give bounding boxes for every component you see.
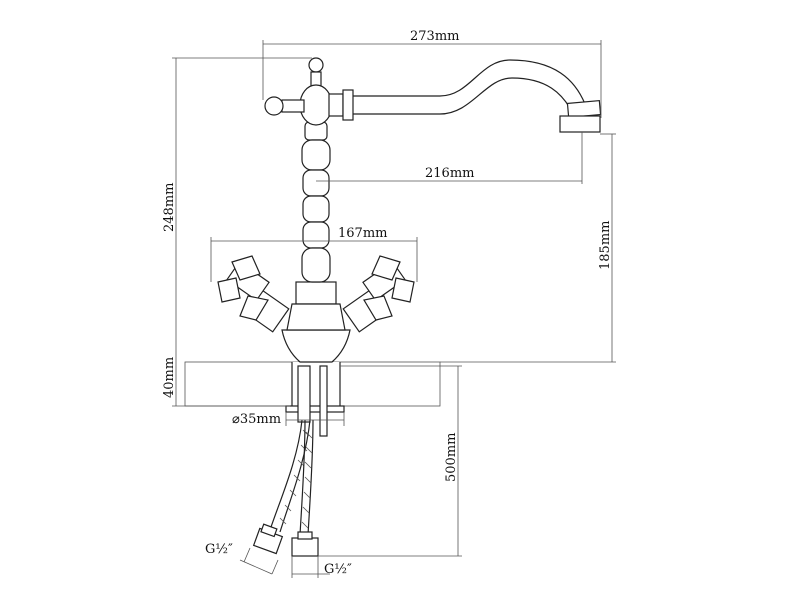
dim-total-length: 273mm — [410, 29, 459, 44]
hose-nut-left — [252, 523, 284, 555]
dim-total-height: 248mm — [162, 183, 177, 232]
mounting-hardware — [285, 365, 345, 437]
dim-spout-reach: 216mm — [425, 166, 474, 181]
hose-right — [299, 419, 314, 536]
cross-handle-right — [342, 255, 415, 333]
dim-thread-left: G½″ — [205, 542, 233, 557]
dim-counter-thickness: 40mm — [162, 357, 177, 398]
faucet-body — [281, 121, 351, 363]
spout — [353, 59, 602, 133]
dim-spout-height: 185mm — [598, 221, 613, 270]
dim-handle-span: 167mm — [338, 226, 387, 241]
hose-left — [269, 419, 311, 533]
dimension-lines — [172, 40, 616, 578]
dim-mount-diameter: ⌀35mm — [232, 412, 281, 427]
cross-handle-left — [217, 255, 290, 333]
dim-hose-length: 500mm — [444, 433, 459, 482]
top-lever — [264, 57, 354, 126]
countertop — [184, 361, 441, 407]
dim-thread-right: G½″ — [324, 562, 352, 577]
hose-nut-right — [291, 531, 319, 557]
